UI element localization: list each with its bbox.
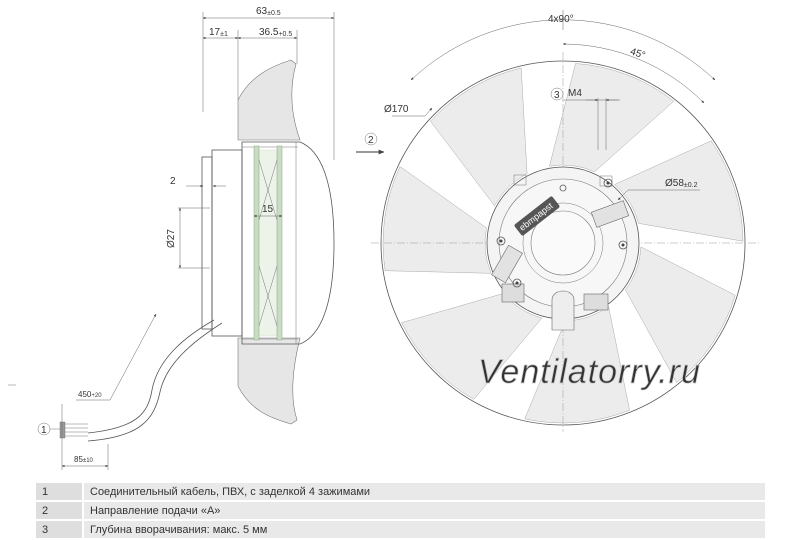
angle-45-label: 45° — [629, 46, 647, 61]
dim-cable-length-label: 450+20 — [78, 390, 102, 399]
terminal-block-right — [583, 293, 609, 311]
technical-drawing: 63±0.5 17±1 36.5+0.5 2 15 Ø27 450+20 — [8, 6, 760, 470]
flange-plate — [201, 156, 213, 330]
callout-2-label: 2 — [368, 135, 374, 146]
legend-text: Направление подачи «A» — [83, 501, 765, 521]
side-view: 63±0.5 17±1 36.5+0.5 2 15 Ø27 450+20 — [8, 6, 335, 470]
watermark: Ventilatorry.ru — [478, 353, 701, 391]
impeller-blade — [614, 140, 744, 242]
dim-dia27-label: Ø27 — [166, 229, 177, 248]
impeller-blade — [401, 293, 543, 400]
legend-row: 1 Соединительный кабель, ПВХ, с заделкой… — [36, 483, 765, 502]
connector-slot-left — [491, 244, 523, 284]
callout-1-label: 1 — [41, 425, 47, 436]
connector-slot-right — [590, 200, 630, 228]
dim-36-label: 36.5+0.5 — [259, 27, 292, 38]
legend-row: 2 Направление подачи «A» — [36, 501, 765, 521]
angle-45-arc — [562, 42, 705, 104]
impeller-blade — [430, 67, 528, 207]
dim-strip-length-label: 85±10 — [74, 455, 94, 464]
legend-num: 2 — [36, 501, 84, 521]
dim-17-label: 17±1 — [209, 27, 228, 38]
dim-dia170-label: Ø170 — [384, 104, 409, 115]
front-view: ebmpapst 4x90° 45° Ø170 — [356, 10, 760, 432]
legend-table: 1 Соединительный кабель, ПВХ, с заделкой… — [36, 483, 765, 540]
motor-housing — [211, 149, 243, 337]
cable-outlet — [551, 290, 575, 331]
dim-dia58-label: Ø58±0.2 — [665, 178, 698, 189]
hub-center — [530, 210, 596, 276]
screw-holes — [496, 178, 628, 288]
dim-2-label: 2 — [170, 176, 176, 187]
legend-num: 3 — [36, 520, 84, 540]
callout-3-circle — [550, 87, 564, 101]
dim-overall-label: 63±0.5 — [256, 6, 281, 17]
rotor-dome — [241, 141, 335, 345]
connection-cable — [87, 319, 215, 434]
terminal-block-left — [501, 283, 525, 303]
lower-blade — [237, 337, 301, 425]
legend-text: Глубина вворачивания: макс. 5 мм — [83, 520, 765, 540]
dim-15-label: 15 — [262, 204, 274, 215]
stator-core — [253, 145, 283, 341]
legend-num: 1 — [36, 483, 84, 502]
legend-text: Соединительный кабель, ПВХ, с заделкой 4… — [83, 483, 765, 502]
impeller-blade — [625, 246, 736, 383]
thread-m4-label: M4 — [568, 88, 582, 99]
impeller-blade — [524, 305, 630, 424]
callout-3-label: 3 — [554, 90, 560, 101]
callout-2-circle — [364, 132, 378, 146]
impeller-blade — [382, 166, 492, 274]
upper-blade — [237, 59, 301, 141]
legend-row: 3 Глубина вворачивания: макс. 5 мм — [36, 520, 765, 540]
angle-4x90-label: 4x90° — [548, 14, 574, 25]
